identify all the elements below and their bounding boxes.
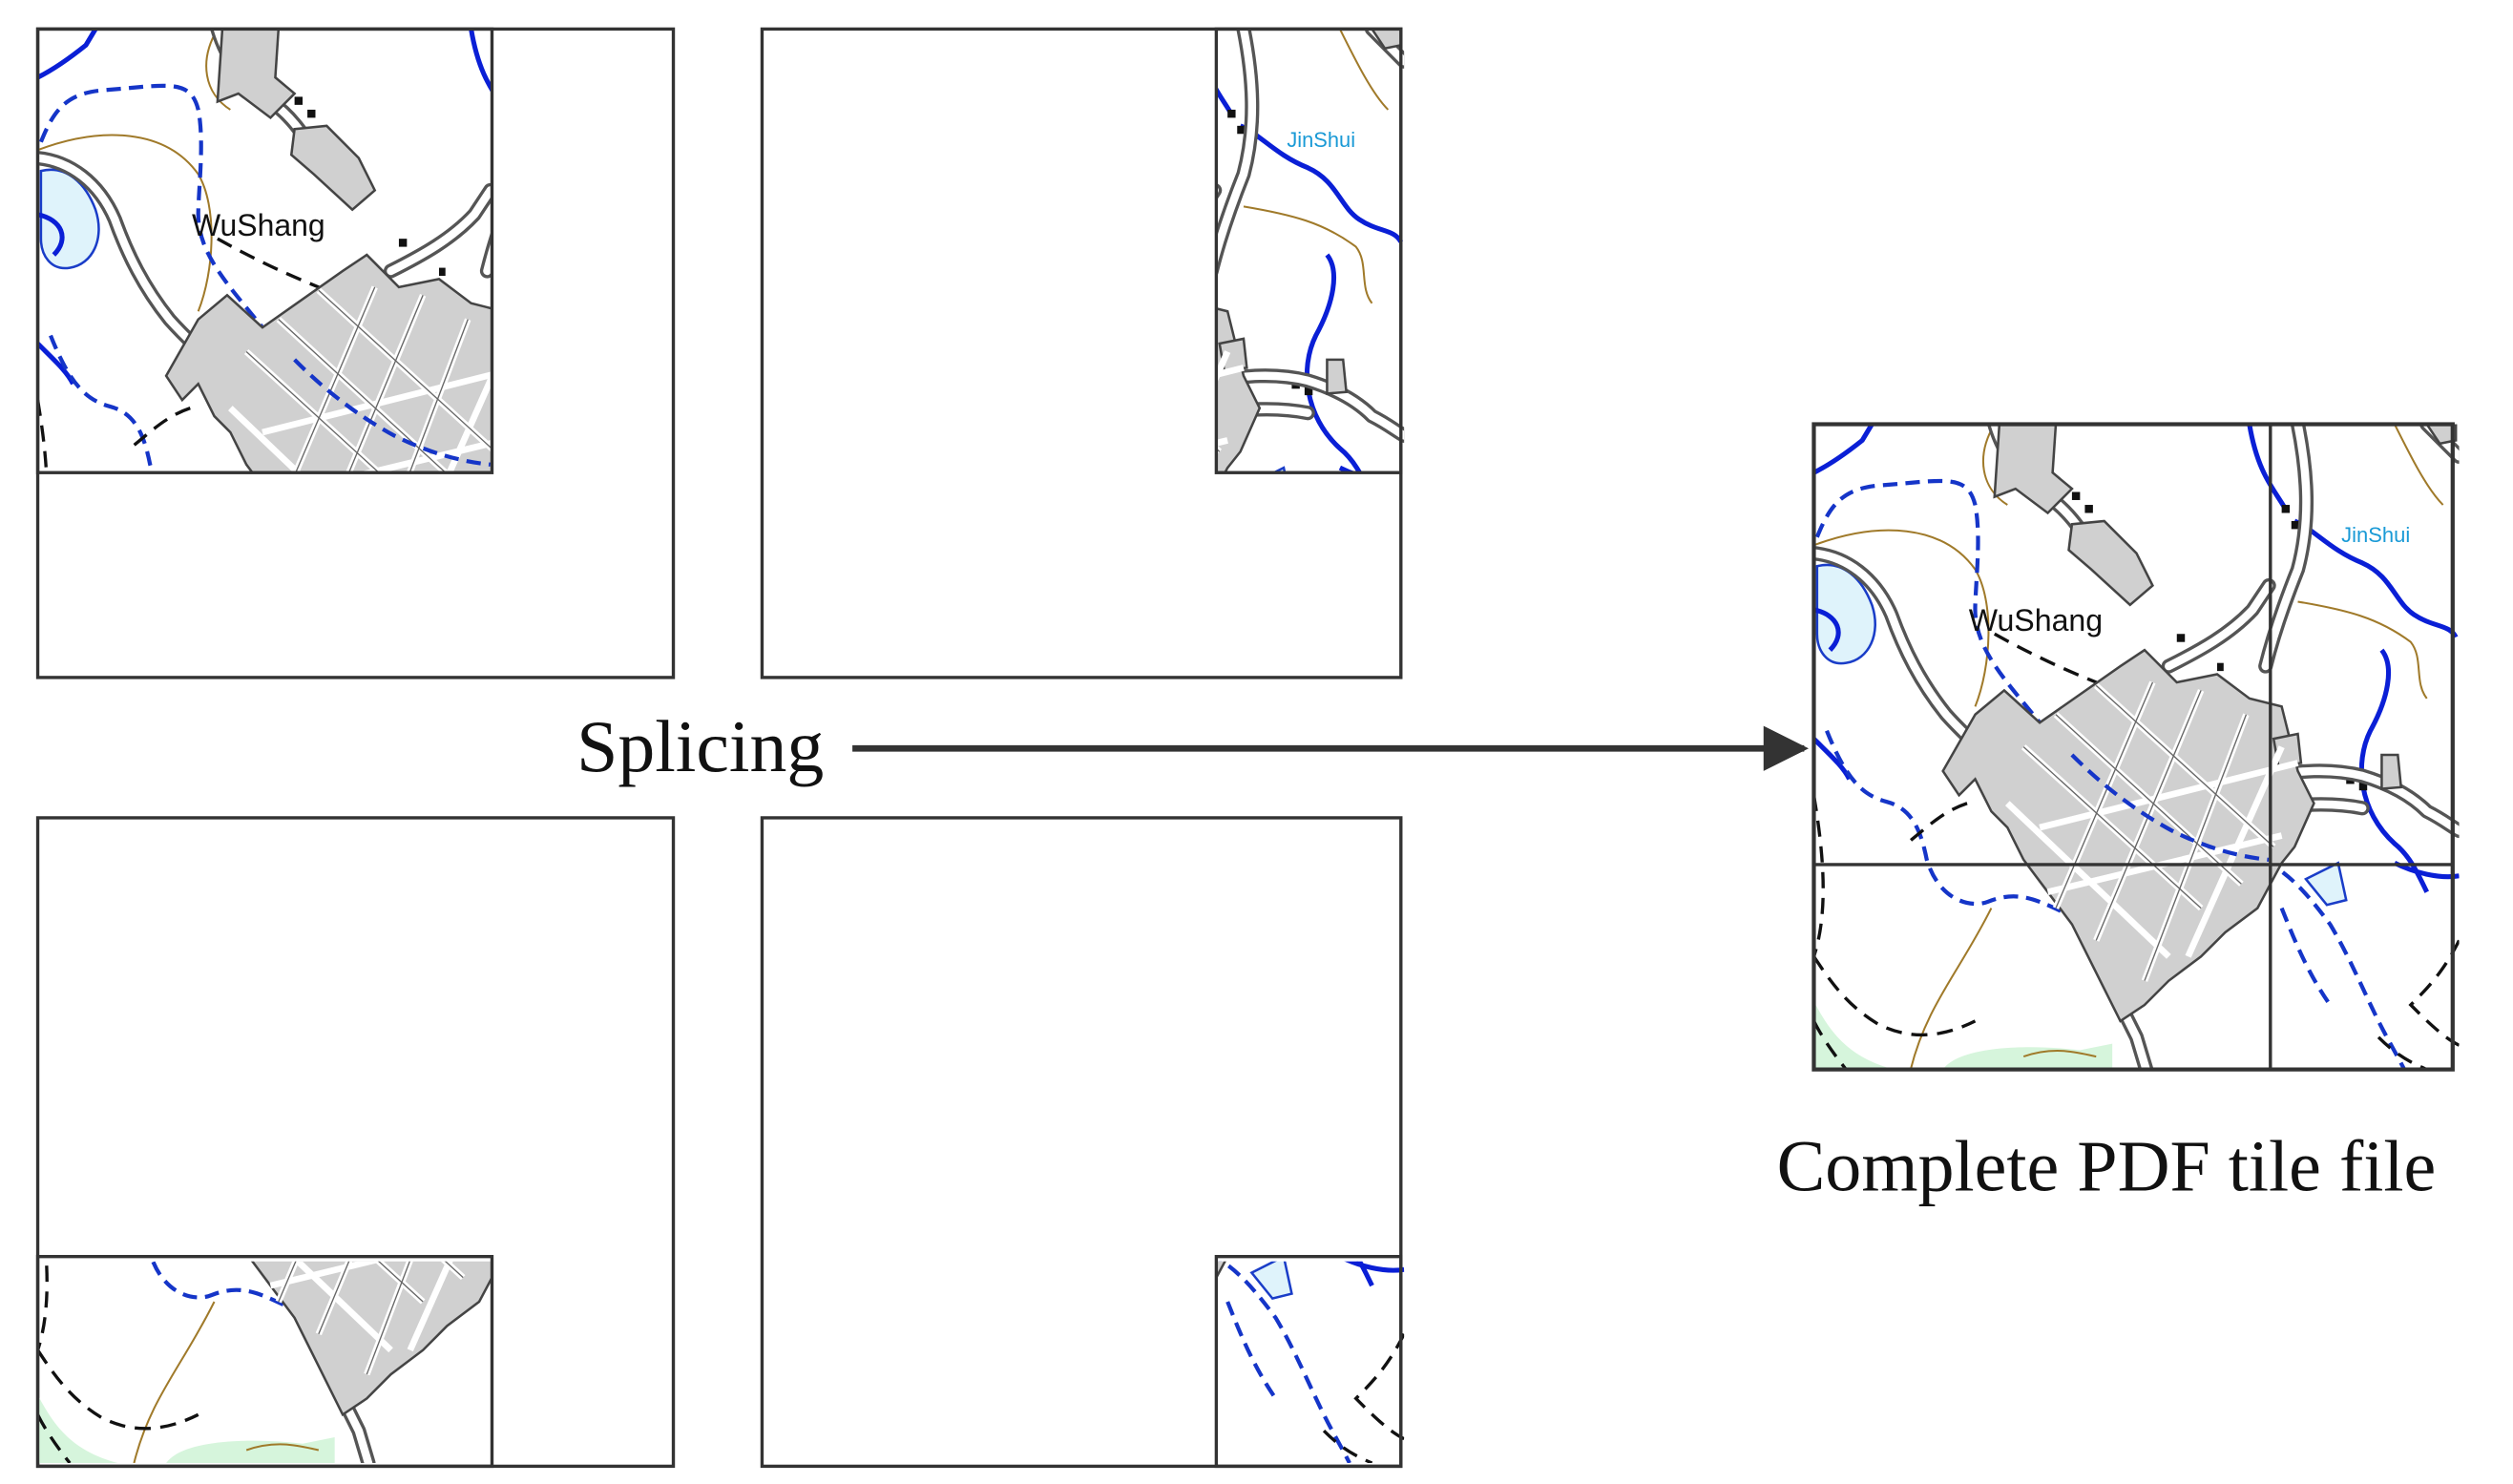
map-section-border	[1214, 1254, 1403, 1469]
complete-tile: WuShang JinShui	[1811, 422, 2459, 1072]
map-section-border	[35, 1254, 494, 1469]
complete-map-content	[1813, 425, 2459, 1070]
tile-top-right: JinShui	[760, 27, 1404, 679]
tile-frame	[760, 816, 1403, 1469]
river-label: JinShui	[2341, 523, 2410, 547]
tile-top-left: WuShang	[35, 27, 676, 679]
tile-bottom-right	[760, 816, 1404, 1469]
splicing-label: Splicing	[576, 705, 824, 787]
map-section-border	[35, 27, 494, 474]
result-caption: Complete PDF tile file	[1777, 1126, 2437, 1206]
map-section-border	[1214, 27, 1403, 474]
town-label: WuShang	[1969, 603, 2103, 637]
complete-tile-frame	[1811, 422, 2455, 1072]
town-label: WuShang	[192, 208, 325, 242]
river-label: JinShui	[1287, 128, 1355, 152]
tile-frame	[760, 27, 1403, 679]
tile-bottom-left	[35, 816, 676, 1469]
